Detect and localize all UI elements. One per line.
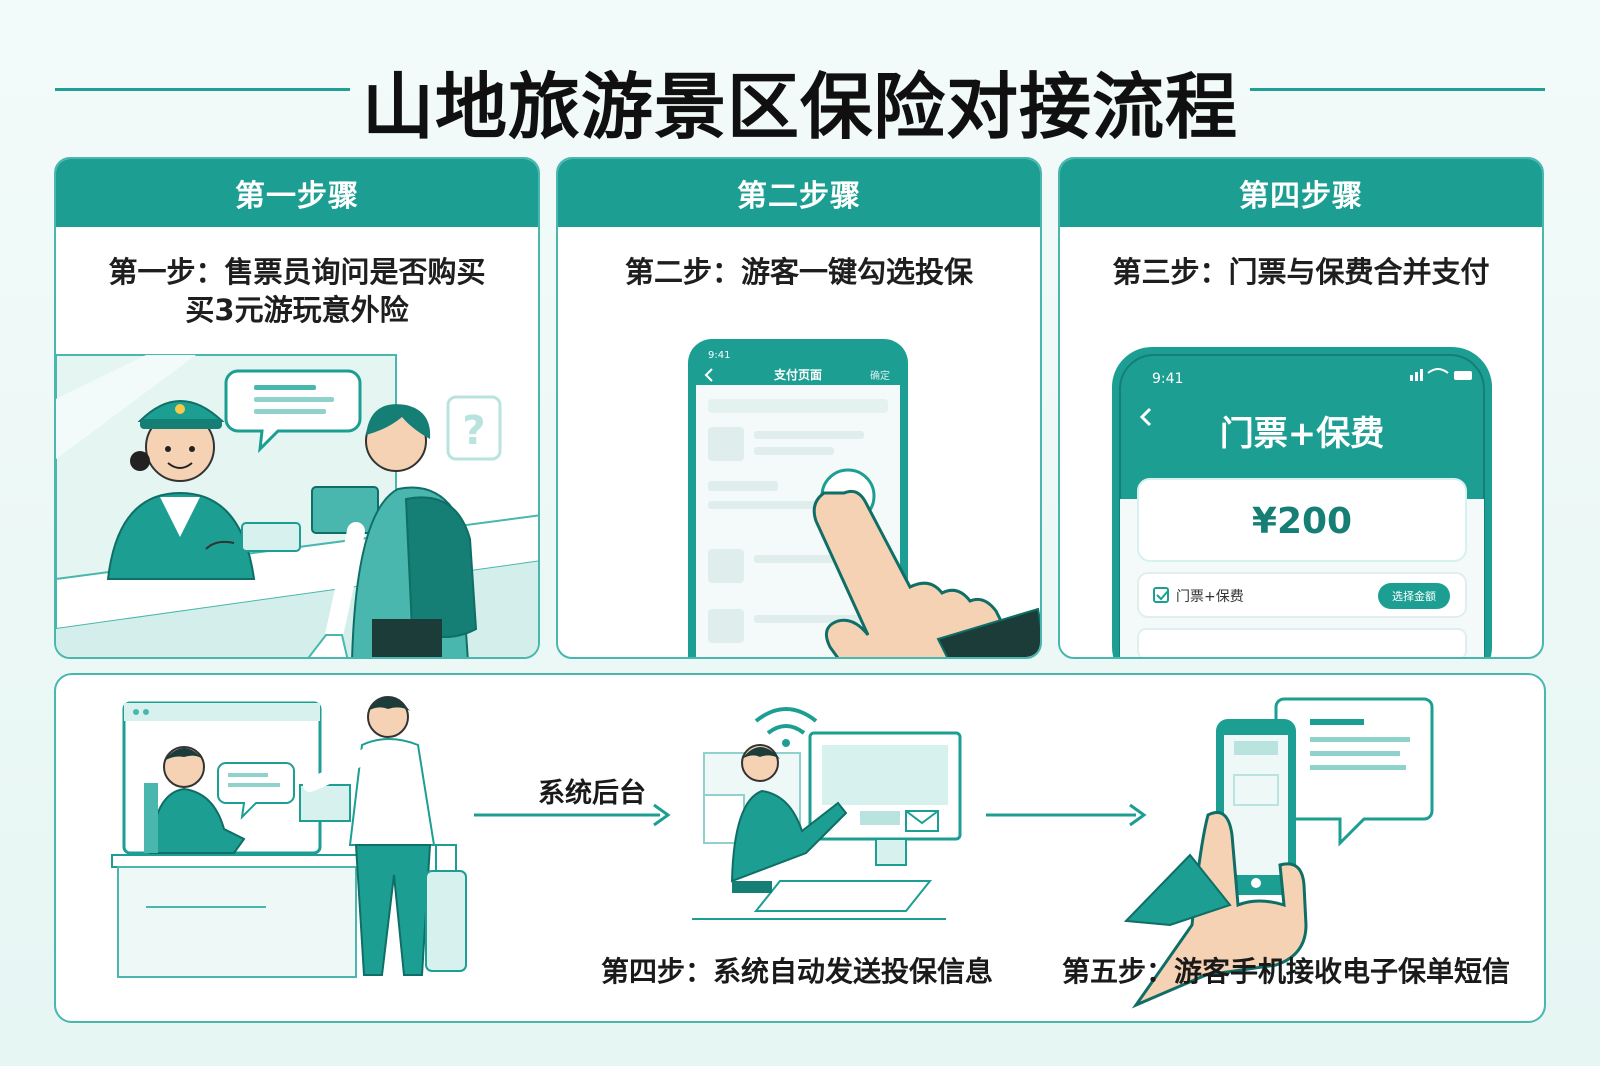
message-bubble-icon xyxy=(1274,697,1434,847)
sms-phone-scene xyxy=(1123,697,1434,1009)
page-title: 山地旅游景区保险对接流程 xyxy=(361,65,1238,149)
wifi-icon xyxy=(754,707,818,723)
back-chevron-icon xyxy=(1139,407,1152,427)
ticket-clerk-figure xyxy=(106,400,256,580)
panel-header: 第二步骤 xyxy=(558,159,1040,227)
mail-icon xyxy=(905,810,939,832)
title-rule-right xyxy=(1250,88,1545,91)
step-description: 第一步：售票员询问是否购买 买3元游玩意外险 xyxy=(76,253,518,329)
checkbox-label: 门票+保费 xyxy=(1176,589,1244,605)
arrow-right-icon xyxy=(986,803,1147,827)
question-icon: ? xyxy=(446,395,502,461)
svg-text:?: ? xyxy=(462,408,485,454)
office-desk-scene xyxy=(111,696,467,978)
speech-bubble-icon xyxy=(224,369,362,454)
ticket-counter-illustration: ? xyxy=(56,354,538,657)
phone-screen-title: 支付页面 xyxy=(773,367,822,382)
wifi-icon xyxy=(1427,368,1449,374)
step-description: 第三步：门票与保费合并支付 xyxy=(1080,253,1522,291)
step4-caption: 第四步：系统自动发送投保信息 xyxy=(601,955,994,988)
payment-title: 门票+保费 xyxy=(1220,414,1385,454)
payment-phone-illustration: 9:41 门票+保费 ¥200 门票+保费 选择金额 xyxy=(1112,347,1492,657)
step-text-line-2: 买3元游玩意外险 xyxy=(185,293,409,327)
bottom-illustration xyxy=(111,696,1434,1009)
select-amount-button[interactable] xyxy=(1378,583,1450,609)
step-text-line-1: 第二步：游客一键勾选投保 xyxy=(624,255,973,289)
phone-screen-right: 确定 xyxy=(870,369,890,382)
phone-time: 9:41 xyxy=(708,350,730,361)
select-amount-label: 选择金额 xyxy=(1392,589,1436,603)
step-panel-2: 第二步骤 9:41 支付页面 确定 第二步：游客一键勾选投保 xyxy=(556,157,1042,659)
title-area: 山地旅游景区保险对接流程 xyxy=(0,40,1600,149)
step-panel-1: 第一步骤 ? xyxy=(54,157,540,659)
checkbox-icon[interactable] xyxy=(1153,587,1169,603)
pointing-hand-icon xyxy=(812,489,1040,657)
step5-caption: 第五步：游客手机接收电子保单短信 xyxy=(1062,955,1511,988)
payment-amount: ¥200 xyxy=(1252,501,1352,542)
phone-time: 9:41 xyxy=(1152,371,1183,387)
step-panel-3: 第四步骤 9:41 门票+保费 ¥200 门票+保费 选择金额 第三步：门票与保… xyxy=(1058,157,1544,659)
bottom-process-panel: 系统后台 第四步：系统自动发送投保信息 第五步：游客手机接收电子保单短信 xyxy=(54,673,1546,1023)
step-text-line-1: 第一步：售票员询问是否购买 xyxy=(108,255,486,289)
tourist-figure xyxy=(307,404,478,657)
step-description: 第二步：游客一键勾选投保 xyxy=(578,253,1020,291)
system-backend-scene xyxy=(692,707,962,920)
panel-header: 第一步骤 xyxy=(56,159,538,227)
arrow-right-icon xyxy=(474,803,671,827)
phone-tap-illustration: 9:41 支付页面 确定 xyxy=(688,339,1040,657)
signal-icon xyxy=(1410,369,1423,381)
step-text-line-1: 第三步：门票与保费合并支付 xyxy=(1112,255,1490,289)
arrow-label: 系统后台 xyxy=(538,778,646,809)
panel-header: 第四步骤 xyxy=(1060,159,1542,227)
title-rule-left xyxy=(55,88,350,91)
back-chevron-icon xyxy=(704,368,713,382)
battery-icon xyxy=(1454,371,1472,380)
